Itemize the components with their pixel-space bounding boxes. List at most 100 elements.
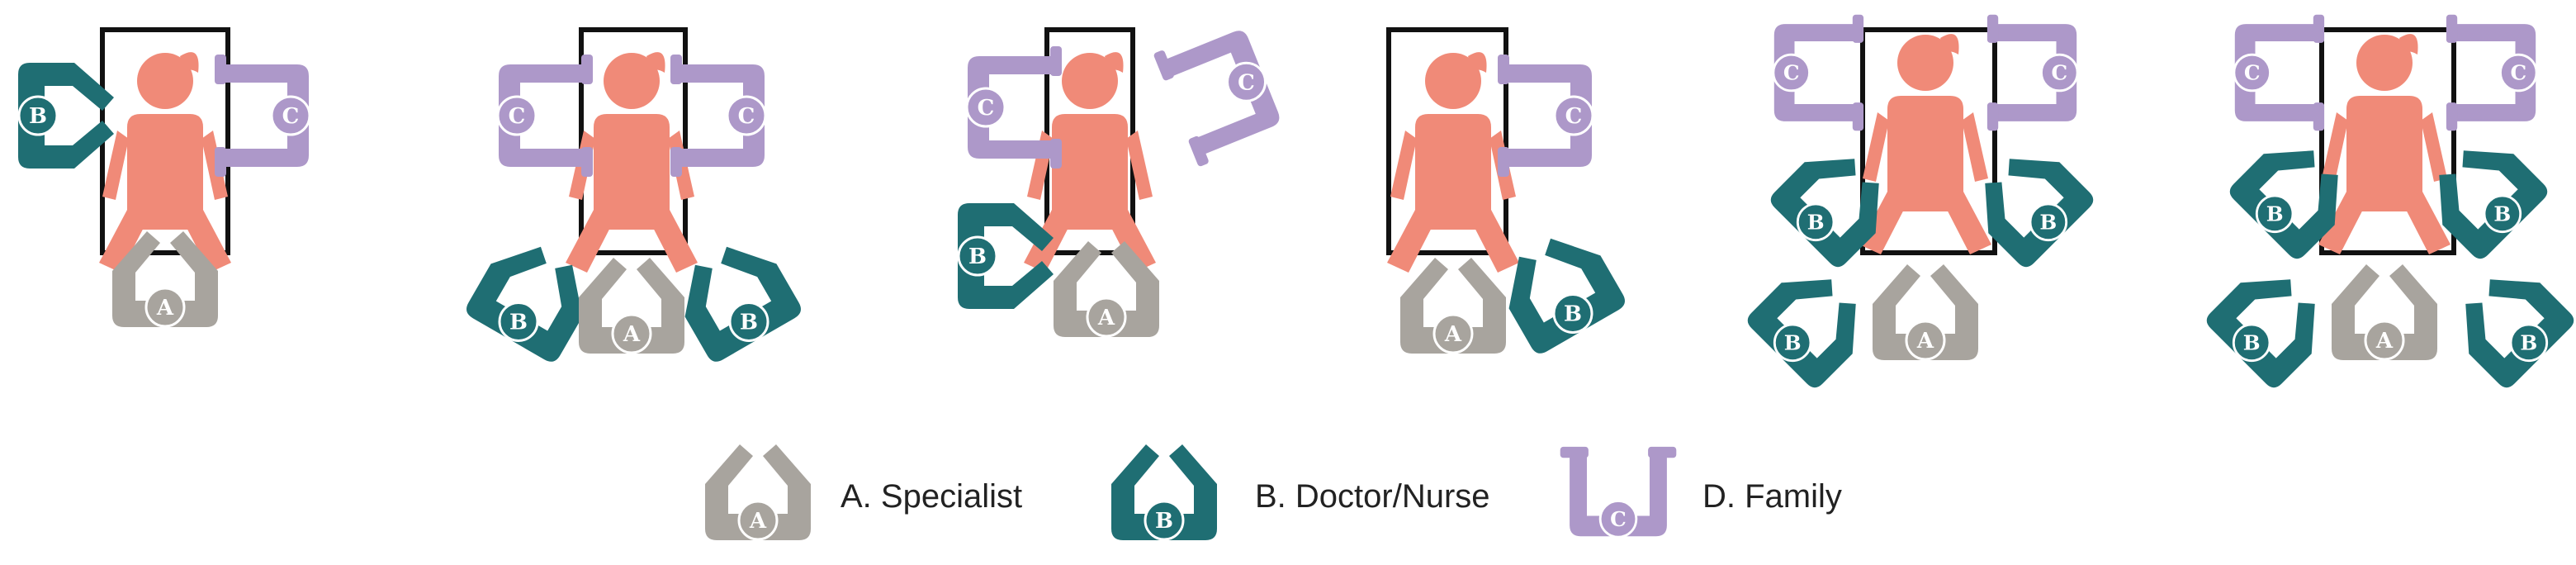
letter-badge: B: [728, 301, 769, 342]
badge-letter: C: [282, 104, 300, 129]
badge-letter: C: [1238, 70, 1255, 95]
badge-letter: A: [1444, 322, 1462, 347]
badge-letter: B: [2243, 330, 2261, 354]
family-person: C: [1153, 31, 1280, 167]
letter-badge: B: [2232, 323, 2271, 363]
doctor-nurse-person: B: [2465, 279, 2574, 388]
family-person: C: [1560, 446, 1677, 539]
specialist-icon: [705, 444, 811, 540]
doctor-nurse-icon: [2465, 279, 2574, 388]
doctor-nurse-icon: [2206, 279, 2315, 388]
legend-label-family: D. Family: [1702, 478, 1842, 515]
patient-torso: [1415, 114, 1491, 213]
letter-badge: C: [726, 95, 767, 136]
badge-letter: B: [509, 310, 528, 335]
legend-item-family: C D. Family: [1560, 446, 1842, 539]
badge-letter: B: [2493, 202, 2511, 226]
scene-6: C C B B B B A: [2206, 14, 2574, 388]
letter-badge: B: [498, 301, 539, 342]
badge-letter: C: [2051, 61, 2067, 85]
family-person: C: [2446, 14, 2538, 131]
badge-letter: A: [1097, 306, 1115, 330]
letter-badge: A: [611, 313, 652, 354]
letter-badge: C: [1553, 95, 1594, 136]
letter-badge: B: [1773, 323, 1812, 363]
patient-head: [2356, 35, 2413, 91]
patient-torso: [594, 114, 670, 213]
specialist-icon: [1054, 241, 1159, 337]
badge-letter: B: [2266, 202, 2284, 226]
letter-badge: B: [2509, 323, 2549, 363]
doctor-nurse-person: B: [1770, 159, 1879, 268]
letter-badge: A: [1905, 320, 1946, 361]
letter-badge: A: [1432, 313, 1474, 354]
patient-torso: [1887, 96, 1963, 195]
family-person: C: [2233, 14, 2325, 131]
family-person: C: [1772, 14, 1864, 131]
badge-letter: B: [740, 310, 758, 335]
letter-badge: C: [1598, 500, 1638, 539]
doctor-nurse-person: B: [2229, 150, 2338, 259]
letter-badge: B: [2029, 202, 2068, 242]
badge-letter: C: [2510, 61, 2526, 85]
family-person: C: [496, 55, 593, 177]
badge-letter: B: [1807, 210, 1825, 234]
letter-badge: A: [144, 287, 186, 328]
letter-badge: C: [2499, 53, 2538, 93]
badge-letter: B: [1155, 509, 1173, 534]
patient-figure: [99, 52, 231, 273]
doctor-nurse-icon: [1770, 159, 1879, 268]
doctor-nurse-icon: [1747, 279, 1856, 388]
doctor-nurse-icon: B: [1111, 444, 1217, 541]
specialist-icon: [112, 231, 218, 327]
doctor-nurse-person: B: [17, 63, 114, 169]
badge-letter: C: [1610, 507, 1627, 531]
patient-head: [604, 53, 660, 109]
doctor-nurse-icon: [18, 63, 114, 169]
letter-badge: A: [2364, 320, 2405, 361]
badge-letter: C: [509, 104, 526, 129]
specialist-icon: A: [705, 444, 811, 541]
specialist-icon: [579, 258, 684, 354]
badge-letter: B: [1564, 301, 1582, 326]
badge-letter: B: [29, 104, 47, 129]
letter-badge: A: [1086, 297, 1127, 338]
badge-letter: A: [156, 296, 174, 320]
badge-letter: C: [978, 96, 995, 121]
letter-badge: C: [270, 95, 311, 136]
doctor-nurse-icon: [684, 246, 801, 362]
patient-torso: [2346, 96, 2422, 195]
letter-badge: B: [1144, 500, 1185, 541]
letter-badge: C: [2233, 53, 2271, 93]
scene-1: B C A: [17, 27, 311, 328]
doctor-nurse-icon: [2229, 150, 2338, 259]
family-person: C: [670, 55, 767, 177]
specialist-icon: [2332, 264, 2437, 360]
specialist-icon: [1400, 258, 1506, 354]
scene-3: C C B A: [957, 27, 1280, 338]
doctor-nurse-person: B: [1508, 238, 1625, 354]
legend-label-doctor-nurse: B. Doctor/Nurse: [1255, 478, 1490, 515]
family-person: C: [215, 55, 311, 177]
letter-badge: B: [2483, 194, 2522, 234]
scene-5: C C B B B A: [1747, 14, 2094, 388]
bed: [1386, 27, 1508, 255]
badge-letter: C: [2244, 61, 2261, 85]
badge-letter: C: [738, 104, 755, 129]
badge-letter: C: [1783, 61, 1800, 85]
legend-label-specialist: A. Specialist: [841, 478, 1022, 515]
family-icon: C: [1560, 446, 1677, 539]
family-person: C: [1498, 55, 1594, 177]
specialist-person: A: [2332, 264, 2437, 361]
legend-item-specialist: A A. Specialist: [705, 444, 1022, 541]
legend: A A. Specialist B B. Doctor/Nurse C D. F…: [705, 444, 1842, 541]
letter-badge: C: [1226, 61, 1267, 102]
doctor-nurse-person: B: [2206, 279, 2315, 388]
letter-badge: A: [737, 500, 779, 541]
specialist-person: A: [112, 231, 218, 328]
family-icon: [1161, 31, 1280, 156]
doctor-nurse-icon: [466, 246, 583, 362]
doctor-nurse-person: B: [1985, 159, 2094, 268]
doctor-nurse-person: B: [957, 203, 1054, 309]
